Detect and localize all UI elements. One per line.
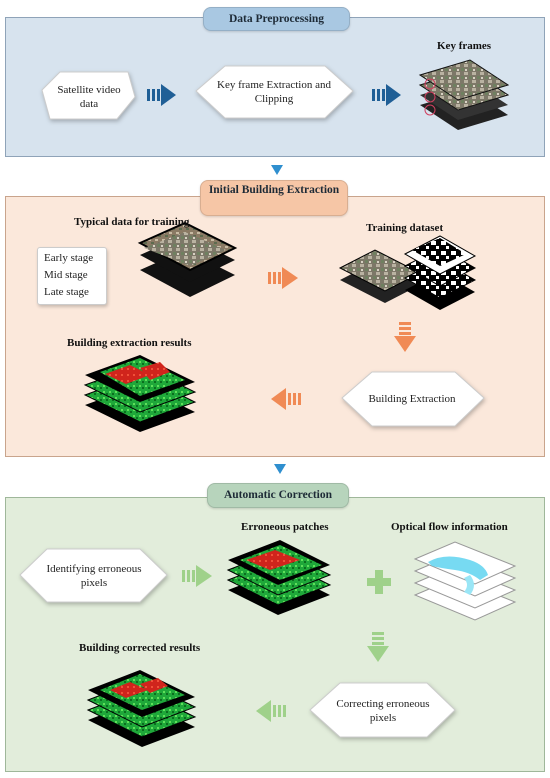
satellite-video-box (41, 71, 136, 120)
identify-errors-diamond (19, 548, 168, 603)
green-arrow-right (182, 565, 212, 587)
stage-late: Late stage (44, 286, 89, 298)
building-extraction-diamond (341, 371, 485, 427)
building-extraction-label: Building Extraction (368, 393, 456, 405)
plus-sign (367, 570, 391, 594)
section-title-initial-extraction: Initial Building Extraction (200, 180, 348, 216)
erroneous-patches-stack (226, 540, 332, 615)
orange-arrow-left (271, 388, 301, 410)
correcting-errors-diamond (309, 682, 456, 738)
key-frame-extraction-diamond (195, 65, 354, 119)
optical-flow-label: Optical flow information (391, 521, 508, 533)
extraction-results-label: Building extraction results (67, 337, 192, 349)
section-title-automatic-correction: Automatic Correction (207, 483, 349, 508)
training-dataset-stack (338, 235, 477, 310)
key-frames-stack (418, 59, 510, 130)
optical-flow-stack (413, 541, 517, 621)
section-title-preprocessing: Data Preprocessing (203, 7, 350, 31)
correcting-errors-label: Correcting erroneous pixels (336, 698, 430, 724)
stage-mid: Mid stage (44, 269, 88, 281)
typical-data-stack (137, 221, 238, 297)
orange-arrow-right (268, 267, 298, 289)
key-frames-label: Key frames (437, 40, 492, 52)
stage-early: Early stage (44, 252, 94, 264)
green-arrow-down (367, 632, 389, 662)
erroneous-patches-label: Erroneous patches (241, 521, 329, 533)
orange-arrow-down (394, 322, 416, 352)
connector-arrow-1 (271, 165, 283, 175)
blue-arrow-1 (147, 84, 176, 106)
corrected-results-label: Building corrected results (79, 642, 201, 654)
blue-arrow-2 (372, 84, 401, 106)
corrected-results-stack (86, 670, 197, 747)
extraction-results-stack (83, 355, 197, 432)
training-stages-list: Early stage Mid stage Late stage (37, 247, 107, 305)
green-arrow-left (256, 700, 286, 722)
satellite-video-label: Satellite video data (57, 84, 121, 110)
connector-arrow-2 (274, 464, 286, 474)
key-frame-extraction-label: Key frame Extraction and Clipping (217, 79, 331, 105)
identify-errors-label: Identifying erroneous pixels (46, 563, 142, 589)
typical-data-label: Typical data for training (74, 216, 190, 228)
training-dataset-label: Training dataset (366, 222, 444, 234)
